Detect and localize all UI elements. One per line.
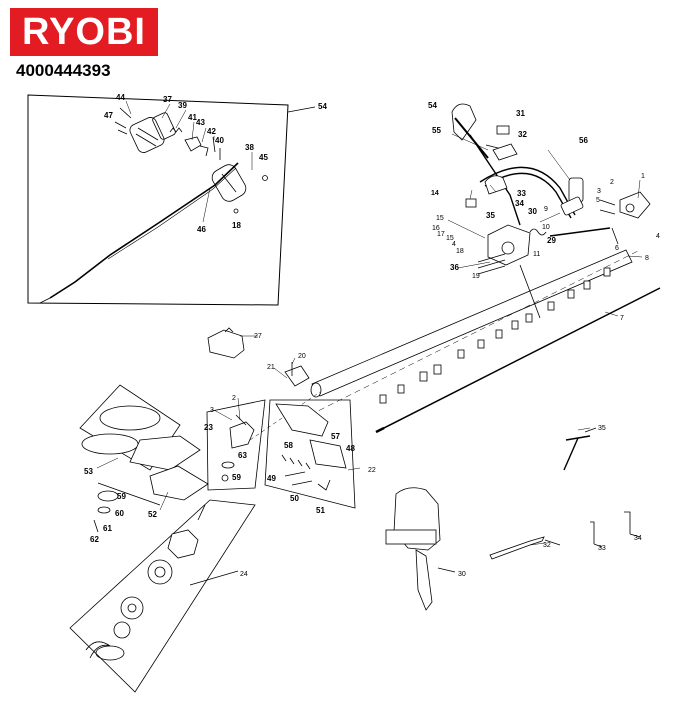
callout-35-b: 35 <box>598 425 606 432</box>
callout-4-a: 4 <box>452 241 456 248</box>
trimmer-head-box <box>69 499 256 693</box>
callout-17: 17 <box>437 231 445 238</box>
callout-32-b: 32 <box>543 542 551 549</box>
brand-name: RYOBI <box>22 11 146 53</box>
callout-42: 42 <box>207 127 216 136</box>
callout-1: 1 <box>641 173 645 180</box>
callout-60: 60 <box>115 509 124 518</box>
callout-39: 39 <box>178 101 187 110</box>
callout-33: 33 <box>517 189 526 198</box>
callout-3-b: 3 <box>210 407 214 414</box>
hex-key-34 <box>624 511 631 534</box>
ryobi-logo: RYOBI <box>10 8 158 56</box>
callout-50: 50 <box>290 494 299 503</box>
callout-52: 52 <box>148 510 157 519</box>
callout-63: 63 <box>238 451 247 460</box>
callout-8: 8 <box>645 255 649 262</box>
shaft-clamp <box>284 365 310 387</box>
callout-6: 6 <box>615 245 619 252</box>
callout-34-b: 34 <box>634 535 642 542</box>
callout-22: 22 <box>368 467 376 474</box>
callout-62: 62 <box>90 535 99 544</box>
callout-labels: 44 37 47 39 41 43 42 40 38 45 46 18 54 5… <box>84 93 660 578</box>
callout-38: 38 <box>245 143 254 152</box>
callout-33-b: 33 <box>598 545 606 552</box>
callout-15-b: 15 <box>446 235 454 242</box>
callout-20: 20 <box>298 353 306 360</box>
callout-23: 23 <box>204 423 213 432</box>
callout-21: 21 <box>267 364 275 371</box>
callout-4-b: 4 <box>656 233 660 240</box>
callout-48: 48 <box>346 444 355 453</box>
callout-30: 30 <box>528 207 537 216</box>
handle-assembly-inset <box>27 94 316 306</box>
callout-47: 47 <box>104 111 113 120</box>
callout-55: 55 <box>432 126 441 135</box>
callout-11: 11 <box>533 251 540 258</box>
callout-61: 61 <box>103 524 112 533</box>
callout-9: 9 <box>544 206 548 213</box>
callout-15-a: 15 <box>436 215 444 222</box>
callout-2-b: 2 <box>232 395 236 402</box>
callout-31: 31 <box>516 109 525 118</box>
callout-30-b: 30 <box>458 571 466 578</box>
callout-35: 35 <box>486 211 495 220</box>
callout-40: 40 <box>215 136 224 145</box>
callout-54: 54 <box>428 101 437 110</box>
callout-24: 24 <box>240 571 248 578</box>
callout-54-inset: 54 <box>318 102 327 111</box>
callout-18: 18 <box>456 248 464 255</box>
callout-51: 51 <box>316 506 325 515</box>
main-shaft <box>249 249 661 441</box>
callout-5: 5 <box>596 197 600 204</box>
callout-41: 41 <box>188 113 197 122</box>
callout-57: 57 <box>331 432 340 441</box>
blade-parts <box>79 384 209 533</box>
callout-53: 53 <box>84 467 93 476</box>
callout-3-a: 3 <box>597 188 601 195</box>
callout-10: 10 <box>542 224 550 231</box>
part-number: 4000444393 <box>16 61 111 80</box>
callout-49: 49 <box>267 474 276 483</box>
callout-37: 37 <box>163 95 172 104</box>
callout-16: 16 <box>432 225 440 232</box>
shoulder-harness <box>385 487 456 611</box>
callout-58: 58 <box>284 441 293 450</box>
leader-lines <box>96 100 643 546</box>
callout-45: 45 <box>259 153 268 162</box>
callout-18-inset: 18 <box>232 221 241 230</box>
callout-29: 29 <box>547 236 556 245</box>
handle-bar-assembly <box>451 103 651 319</box>
callout-34: 34 <box>515 199 524 208</box>
callout-7: 7 <box>620 315 624 322</box>
callout-44: 44 <box>116 93 125 102</box>
hex-key-33 <box>590 521 595 544</box>
callout-32: 32 <box>518 130 527 139</box>
shaft-bearings <box>379 267 611 404</box>
callout-59-b: 59 <box>117 492 126 501</box>
guard-bracket <box>207 329 245 359</box>
gear-head-box <box>206 399 266 491</box>
callout-14: 14 <box>431 190 439 197</box>
wrench-tool <box>489 536 545 560</box>
t-wrench <box>563 427 597 471</box>
callout-2-a: 2 <box>610 179 614 186</box>
callout-59-a: 59 <box>232 473 241 482</box>
callout-43: 43 <box>196 118 205 127</box>
callout-56: 56 <box>579 136 588 145</box>
guard-kit-box <box>264 399 356 509</box>
callout-36: 36 <box>450 263 459 272</box>
callout-19: 19 <box>472 273 480 280</box>
callout-27: 27 <box>254 333 262 340</box>
callout-46: 46 <box>197 225 206 234</box>
